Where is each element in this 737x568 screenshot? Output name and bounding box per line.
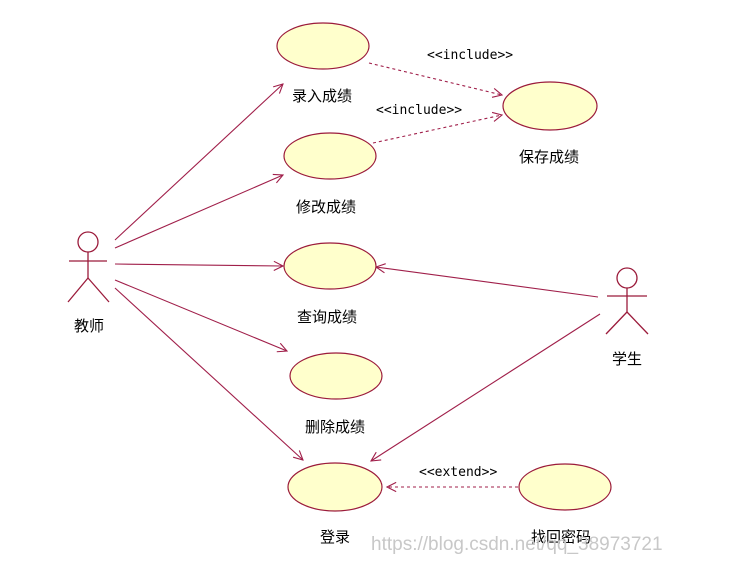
actor-student[interactable]: 学生 — [605, 267, 649, 368]
assoc-teacher-modify-grades — [114, 175, 283, 249]
actor-student-label: 学生 — [612, 350, 642, 368]
assoc-teacher-query-grades — [114, 264, 283, 266]
include-label-enter: <<include>> — [427, 48, 513, 63]
usecase-modify-grades-ellipse — [283, 132, 377, 180]
usecase-query-grades[interactable]: 查询成绩 — [283, 242, 377, 326]
actor-teacher-figure-icon — [67, 231, 110, 303]
usecase-modify-grades[interactable]: 修改成绩 — [283, 132, 377, 216]
extend-label-recover: <<extend>> — [419, 465, 497, 480]
assoc-teacher-delete-grades — [114, 279, 287, 351]
usecase-delete-grades[interactable]: 删除成绩 — [289, 352, 383, 436]
usecase-login-label: 登录 — [320, 528, 350, 546]
usecase-recover-password-label: 找回密码 — [531, 528, 591, 546]
usecase-query-grades-ellipse — [283, 242, 377, 290]
usecase-modify-grades-label: 修改成绩 — [296, 198, 356, 216]
usecase-save-grades-label: 保存成绩 — [519, 148, 579, 166]
usecase-recover-password[interactable]: 找回密码 — [518, 463, 612, 546]
usecase-login[interactable]: 登录 — [287, 462, 383, 546]
actor-teacher[interactable]: 教师 — [67, 231, 110, 335]
assoc-student-query-grades — [376, 267, 599, 298]
actor-teacher-label: 教师 — [74, 317, 104, 335]
usecase-login-ellipse — [287, 462, 383, 512]
usecase-enter-grades-ellipse — [276, 22, 370, 70]
assoc-teacher-login — [114, 287, 303, 460]
watermark: https://blog.csdn.net/qq_38973721 — [371, 534, 663, 555]
include-modify-to-save — [372, 115, 502, 144]
usecase-enter-grades-label: 录入成绩 — [292, 87, 352, 105]
include-label-modify: <<include>> — [376, 103, 462, 118]
include-enter-to-save — [368, 62, 502, 95]
assoc-teacher-enter-grades — [114, 84, 283, 241]
usecase-save-grades-ellipse — [502, 81, 598, 131]
usecase-recover-password-ellipse — [518, 463, 612, 511]
usecase-enter-grades[interactable]: 录入成绩 — [276, 22, 370, 105]
assoc-student-login — [371, 313, 601, 461]
usecase-save-grades[interactable]: 保存成绩 — [502, 81, 598, 166]
actor-student-figure-icon — [605, 267, 649, 335]
usecase-delete-grades-ellipse — [289, 352, 383, 400]
usecase-query-grades-label: 查询成绩 — [297, 308, 357, 326]
usecase-delete-grades-label: 删除成绩 — [305, 418, 365, 436]
